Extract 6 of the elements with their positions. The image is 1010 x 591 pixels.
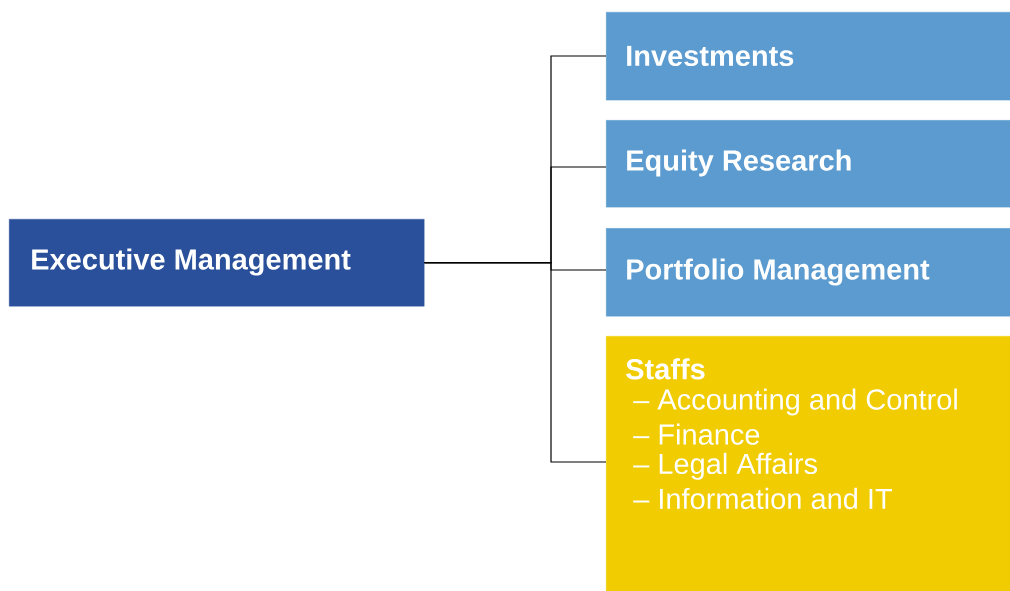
department-box: Portfolio Management: [606, 228, 1010, 317]
connector-line: [423, 262, 607, 463]
department-box: Investments: [606, 12, 1010, 101]
department-box: Equity Research: [606, 120, 1010, 208]
executive-box: Executive Management: [9, 219, 425, 307]
staffs-box: Staffs – Accounting and Control – Finance – Legal Affairs – Information and IT: [606, 336, 1010, 591]
